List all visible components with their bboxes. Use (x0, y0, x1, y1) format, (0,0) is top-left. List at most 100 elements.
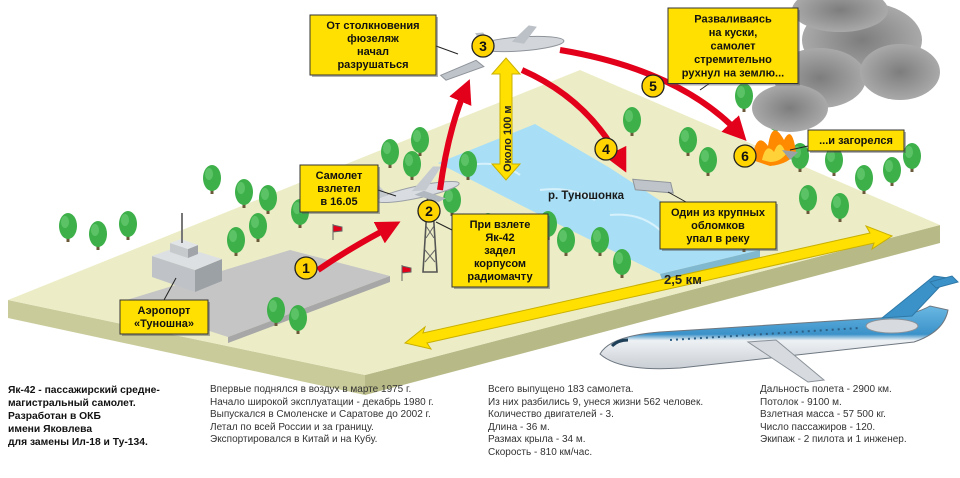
tree (89, 221, 107, 250)
info-line: магистральный самолет. (8, 398, 136, 409)
info-line: Длина - 36 м. (488, 421, 550, 433)
ground-side-front (8, 300, 365, 395)
plane-cockpit (610, 338, 629, 348)
plane-engine (865, 318, 919, 334)
callout-line: От столкновения (326, 20, 419, 32)
tree (289, 305, 307, 334)
info-line: Экспортировался в Китай и на Кубу. (210, 434, 378, 445)
yak42-illustration (599, 275, 959, 383)
info-line: Из них разбились 9, унеся жизни 562 чело… (488, 396, 704, 408)
step-number: 4 (602, 141, 610, 157)
tree (623, 107, 641, 136)
height-arrow (490, 57, 522, 181)
mast-lattice-cross (424, 203, 436, 263)
tree (855, 165, 873, 194)
info-line: Потолок - 9100 м. (760, 396, 842, 408)
callout-line: Один из крупных (671, 207, 766, 219)
step-marker-4: 4 (594, 137, 618, 161)
callout-line: корпусом (474, 258, 526, 270)
distance-label: 2,5 км (664, 272, 702, 287)
tree (591, 227, 609, 256)
step-number: 6 (741, 148, 749, 164)
tree (699, 147, 717, 176)
callout-line: Аэропорт (138, 305, 192, 317)
tree (119, 211, 137, 240)
arrow-climb (437, 79, 472, 191)
tree (203, 165, 221, 194)
callout-line: Як-42 (485, 232, 514, 244)
step-number: 1 (302, 260, 310, 276)
step-marker-3: 3 (471, 34, 495, 58)
tower-front (170, 243, 188, 258)
callout-line: упал в реку (686, 233, 750, 245)
callout-line: задел (484, 245, 516, 257)
info-line: Размах крыла - 34 м. (488, 434, 586, 445)
callout-line: разрушаться (337, 59, 408, 71)
building-roof (152, 246, 222, 270)
arrow-fall-ground (559, 47, 747, 142)
tree (799, 185, 817, 214)
callout-fire: ...и загорелся (789, 129, 906, 153)
callout-line: стремительно (694, 54, 772, 66)
runway-edge (228, 276, 390, 343)
height-indicator: Около 100 м (490, 57, 522, 181)
info-line: Скорость - 810 км/час. (488, 446, 593, 458)
info-line: Выпускался в Смоленске и Саратове до 200… (210, 409, 431, 420)
info-col-description: Як-42 - пассажирский средне- магистральн… (8, 384, 198, 449)
callout-line: радиомачту (467, 271, 533, 283)
tree (249, 213, 267, 242)
tree (227, 227, 245, 256)
step-marker-1: 1 (294, 256, 318, 280)
ground-side-right (365, 225, 940, 395)
step-number: 5 (649, 78, 657, 94)
step-number: 2 (425, 203, 433, 219)
info-line: Взлетная масса - 57 500 кг. (760, 409, 886, 420)
callout-line: рухнул на землю... (682, 68, 784, 80)
info-line: Начало широкой эксплуатации - декабрь 19… (210, 396, 434, 408)
tower-roof (170, 239, 198, 249)
info-line: Число пассажиров - 120. (760, 421, 876, 433)
tree (381, 139, 399, 168)
tower-side (188, 245, 198, 258)
info-panel: Як-42 - пассажирский средне- магистральн… (0, 384, 960, 478)
info-line: Як-42 - пассажирский средне- (8, 385, 160, 396)
step-marker-2: 2 (417, 199, 441, 223)
step-number: 3 (479, 38, 487, 54)
tree (903, 143, 921, 172)
fragment-in-river (632, 178, 674, 194)
tree (235, 179, 253, 208)
plane-wing (746, 339, 826, 383)
callout-line: «Туношна» (134, 318, 194, 330)
info-line: Всего выпущено 183 самолета. (488, 384, 634, 395)
step-markers: 1 2 3 4 5 6 (294, 34, 757, 280)
callout-line: на куски, (709, 27, 758, 39)
plane-fuselage (599, 305, 949, 370)
callout-line: фюзеляж (347, 33, 399, 45)
info-line: Количество двигателей - 3. (488, 409, 614, 420)
distance-indicator: 2,5 км (403, 225, 894, 350)
arrow-takeoff (316, 221, 401, 273)
info-line: Экипаж - 2 пилота и 1 инженер. (760, 434, 907, 445)
tree (735, 83, 753, 112)
plane-fragment (439, 59, 485, 81)
info-col-stats: Всего выпущено 183 самолета. Из них разб… (488, 384, 758, 459)
info-line: Дальность полета - 2900 км. (760, 384, 892, 395)
tree (557, 227, 575, 256)
tree (613, 249, 631, 278)
tree (825, 147, 843, 176)
antenna (181, 213, 183, 243)
callout-airport: Аэропорт«Туношна» (119, 277, 210, 336)
step-marker-5: 5 (641, 74, 665, 98)
tree (411, 127, 429, 156)
tree (883, 157, 901, 186)
fire (752, 130, 798, 166)
tree (443, 187, 461, 216)
callout-line: ...и загорелся (819, 135, 893, 147)
info-line: для замены Ил-18 и Ту-134. (8, 437, 148, 448)
tree (459, 151, 477, 180)
plane-windows (669, 327, 861, 341)
callout-line: в 16.05 (320, 196, 357, 208)
info-line: имени Яковлева (8, 424, 93, 435)
